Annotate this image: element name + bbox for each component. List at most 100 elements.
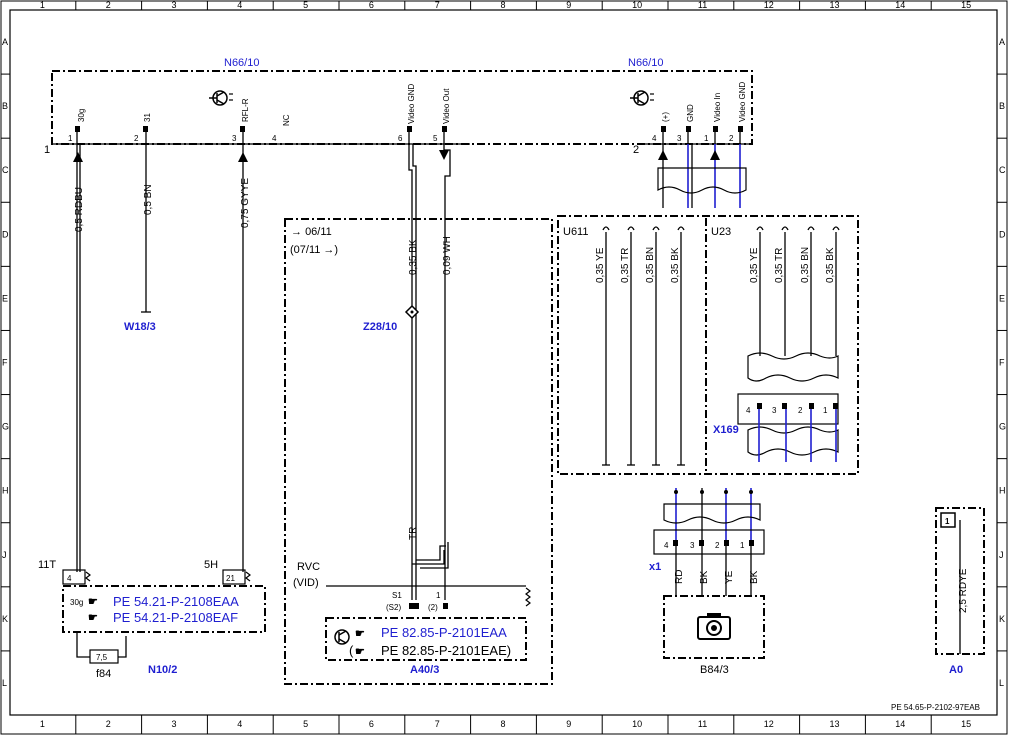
- svg-text:S1: S1: [392, 591, 402, 600]
- grid-row-label-right: H: [999, 486, 1006, 496]
- w18-label: W18/3: [124, 321, 156, 333]
- u23-wire-label: 0,35 BN: [800, 247, 811, 283]
- wire-gyye: 0,75 GYYE: [238, 144, 251, 572]
- grid-row-label-left: D: [2, 229, 9, 239]
- svg-text:PE 82.85-P-2101EAE): PE 82.85-P-2101EAE): [381, 643, 511, 658]
- grid-col-label-top: 4: [237, 0, 242, 10]
- grid-col-label-bottom: 1: [40, 719, 45, 729]
- u23-wire-end: [807, 226, 815, 231]
- a0-label: A0: [949, 664, 963, 676]
- svg-text:Video In: Video In: [713, 93, 722, 122]
- svg-text:BK: BK: [749, 570, 760, 584]
- inner-frame: [9, 9, 998, 716]
- grid-col-label-top: 6: [369, 0, 374, 10]
- fuse-label: f84: [96, 668, 111, 680]
- svg-text:11T: 11T: [38, 559, 56, 571]
- grid-col-label-bottom: 12: [764, 719, 774, 729]
- u611-wire-end: [602, 226, 610, 231]
- svg-text:0,5 RDBU: 0,5 RDBU: [74, 187, 85, 232]
- grid-row-label-right: C: [999, 165, 1006, 175]
- svg-text:Video GND: Video GND: [738, 81, 747, 122]
- left-pin-3: 3 RFL-R: [232, 98, 250, 144]
- u611-wire-end: [677, 226, 685, 231]
- svg-text:1: 1: [436, 591, 441, 600]
- u23-wire-end: [832, 226, 840, 231]
- svg-text:2,5 RDYE: 2,5 RDYE: [958, 568, 969, 613]
- svg-text:0,09 WH: 0,09 WH: [442, 236, 453, 275]
- grid-col-label-bottom: 4: [237, 719, 242, 729]
- footer-code: PE 54.65-P-2102-97EAB: [891, 703, 980, 712]
- right-harness: [657, 144, 747, 208]
- a40-label: A40/3: [410, 664, 439, 676]
- grid-col-label-top: 9: [566, 0, 571, 10]
- grid-col-label-bottom: 2: [106, 719, 111, 729]
- wire-video-out: 0,09 WH: [439, 144, 453, 600]
- grid-col-label-top: 14: [895, 0, 905, 10]
- u611-wire-label: 0,35 BK: [670, 247, 681, 283]
- svg-text:RFL-R: RFL-R: [241, 98, 250, 122]
- x1-label: x1: [649, 561, 661, 573]
- grid-row-label-left: B: [2, 101, 8, 111]
- left-pin-2: 2 31: [134, 113, 152, 144]
- svg-text:0,75 GYYE: 0,75 GYYE: [240, 178, 251, 228]
- svg-text:PE 54.21-P-2108EAF: PE 54.21-P-2108EAF: [113, 610, 238, 625]
- svg-text:(S2): (S2): [386, 603, 401, 612]
- grid-col-label-top: 10: [632, 0, 642, 10]
- grid-col-label-top: 5: [303, 0, 308, 10]
- hand-pointer-icon: ☛: [355, 628, 365, 640]
- u611-wire-label: 0,35 YE: [595, 247, 606, 283]
- u23-label: U23: [711, 226, 731, 238]
- svg-text:1: 1: [704, 134, 709, 143]
- svg-text:(VID): (VID): [293, 577, 319, 589]
- grid-row-label-left: E: [2, 293, 8, 303]
- svg-text:4: 4: [746, 406, 751, 415]
- hand-pointer-icon: ☛: [88, 612, 98, 624]
- svg-text:PE 54.21-P-2108EAA: PE 54.21-P-2108EAA: [113, 594, 239, 609]
- grid-col-label-top: 13: [830, 0, 840, 10]
- grid-col-label-bottom: 6: [369, 719, 374, 729]
- grid-row-label-right: K: [999, 614, 1005, 624]
- svg-text:1: 1: [68, 134, 73, 143]
- grid-row-label-left: K: [2, 614, 8, 624]
- n10-block: 4 21 11T 5H 30g ☛ PE 54.21-P-2108EAA ☛ P…: [38, 559, 266, 680]
- svg-text:BK: BK: [699, 570, 710, 584]
- svg-text:4: 4: [652, 134, 657, 143]
- grid-row-label-left: C: [2, 165, 9, 175]
- u611-wire-end: [627, 226, 635, 231]
- u611-label: U611: [563, 226, 588, 238]
- connector-2-label: 2: [633, 144, 639, 156]
- grid-row-label-right: J: [999, 550, 1004, 560]
- grid-row-label-left: F: [2, 358, 8, 368]
- svg-text:4: 4: [664, 541, 669, 550]
- svg-text:3: 3: [772, 406, 777, 415]
- hand-pointer-icon: ☛: [355, 646, 365, 658]
- svg-text:6: 6: [398, 134, 403, 143]
- grid-col-label-bottom: 5: [303, 719, 308, 729]
- left-pin-1: 1 30g: [68, 109, 86, 144]
- twisted-pair-section: TR: [408, 527, 449, 569]
- u23-wire-end: [756, 226, 764, 231]
- a40-area-box: [284, 218, 553, 685]
- wire-rdbu: 0,5 RDBU: [73, 144, 85, 572]
- svg-text:TR: TR: [408, 527, 419, 540]
- u611-wires: 0,35 YE 0,35 TR 0,35 BN 0,35 BK: [595, 226, 685, 466]
- grid-row-label-right: A: [999, 37, 1005, 47]
- n66-right-label: N66/10: [628, 57, 663, 69]
- grid-col-label-bottom: 3: [172, 719, 177, 729]
- grid-col-label-top: 11: [698, 0, 707, 10]
- grid-row-label-left: L: [2, 678, 7, 688]
- left-pin-4: 4 NC: [272, 114, 291, 143]
- x169-label: X169: [713, 424, 739, 436]
- u611-wire-label: 0,35 TR: [620, 248, 631, 283]
- left-pin-5: 5 Video Out: [433, 88, 451, 144]
- x1-connector: 4 3 2 1 RD BK YE BK: [653, 529, 765, 596]
- svg-text:5: 5: [433, 134, 438, 143]
- grid-col-label-bottom: 9: [566, 719, 571, 729]
- wire-video-gnd: 0,35 BK: [408, 144, 419, 600]
- grid-col-label-bottom: 15: [961, 719, 971, 729]
- u611-wire-label: 0,35 BN: [645, 247, 656, 283]
- grid-col-label-top: 3: [172, 0, 177, 10]
- grid-col-label-top: 8: [501, 0, 506, 10]
